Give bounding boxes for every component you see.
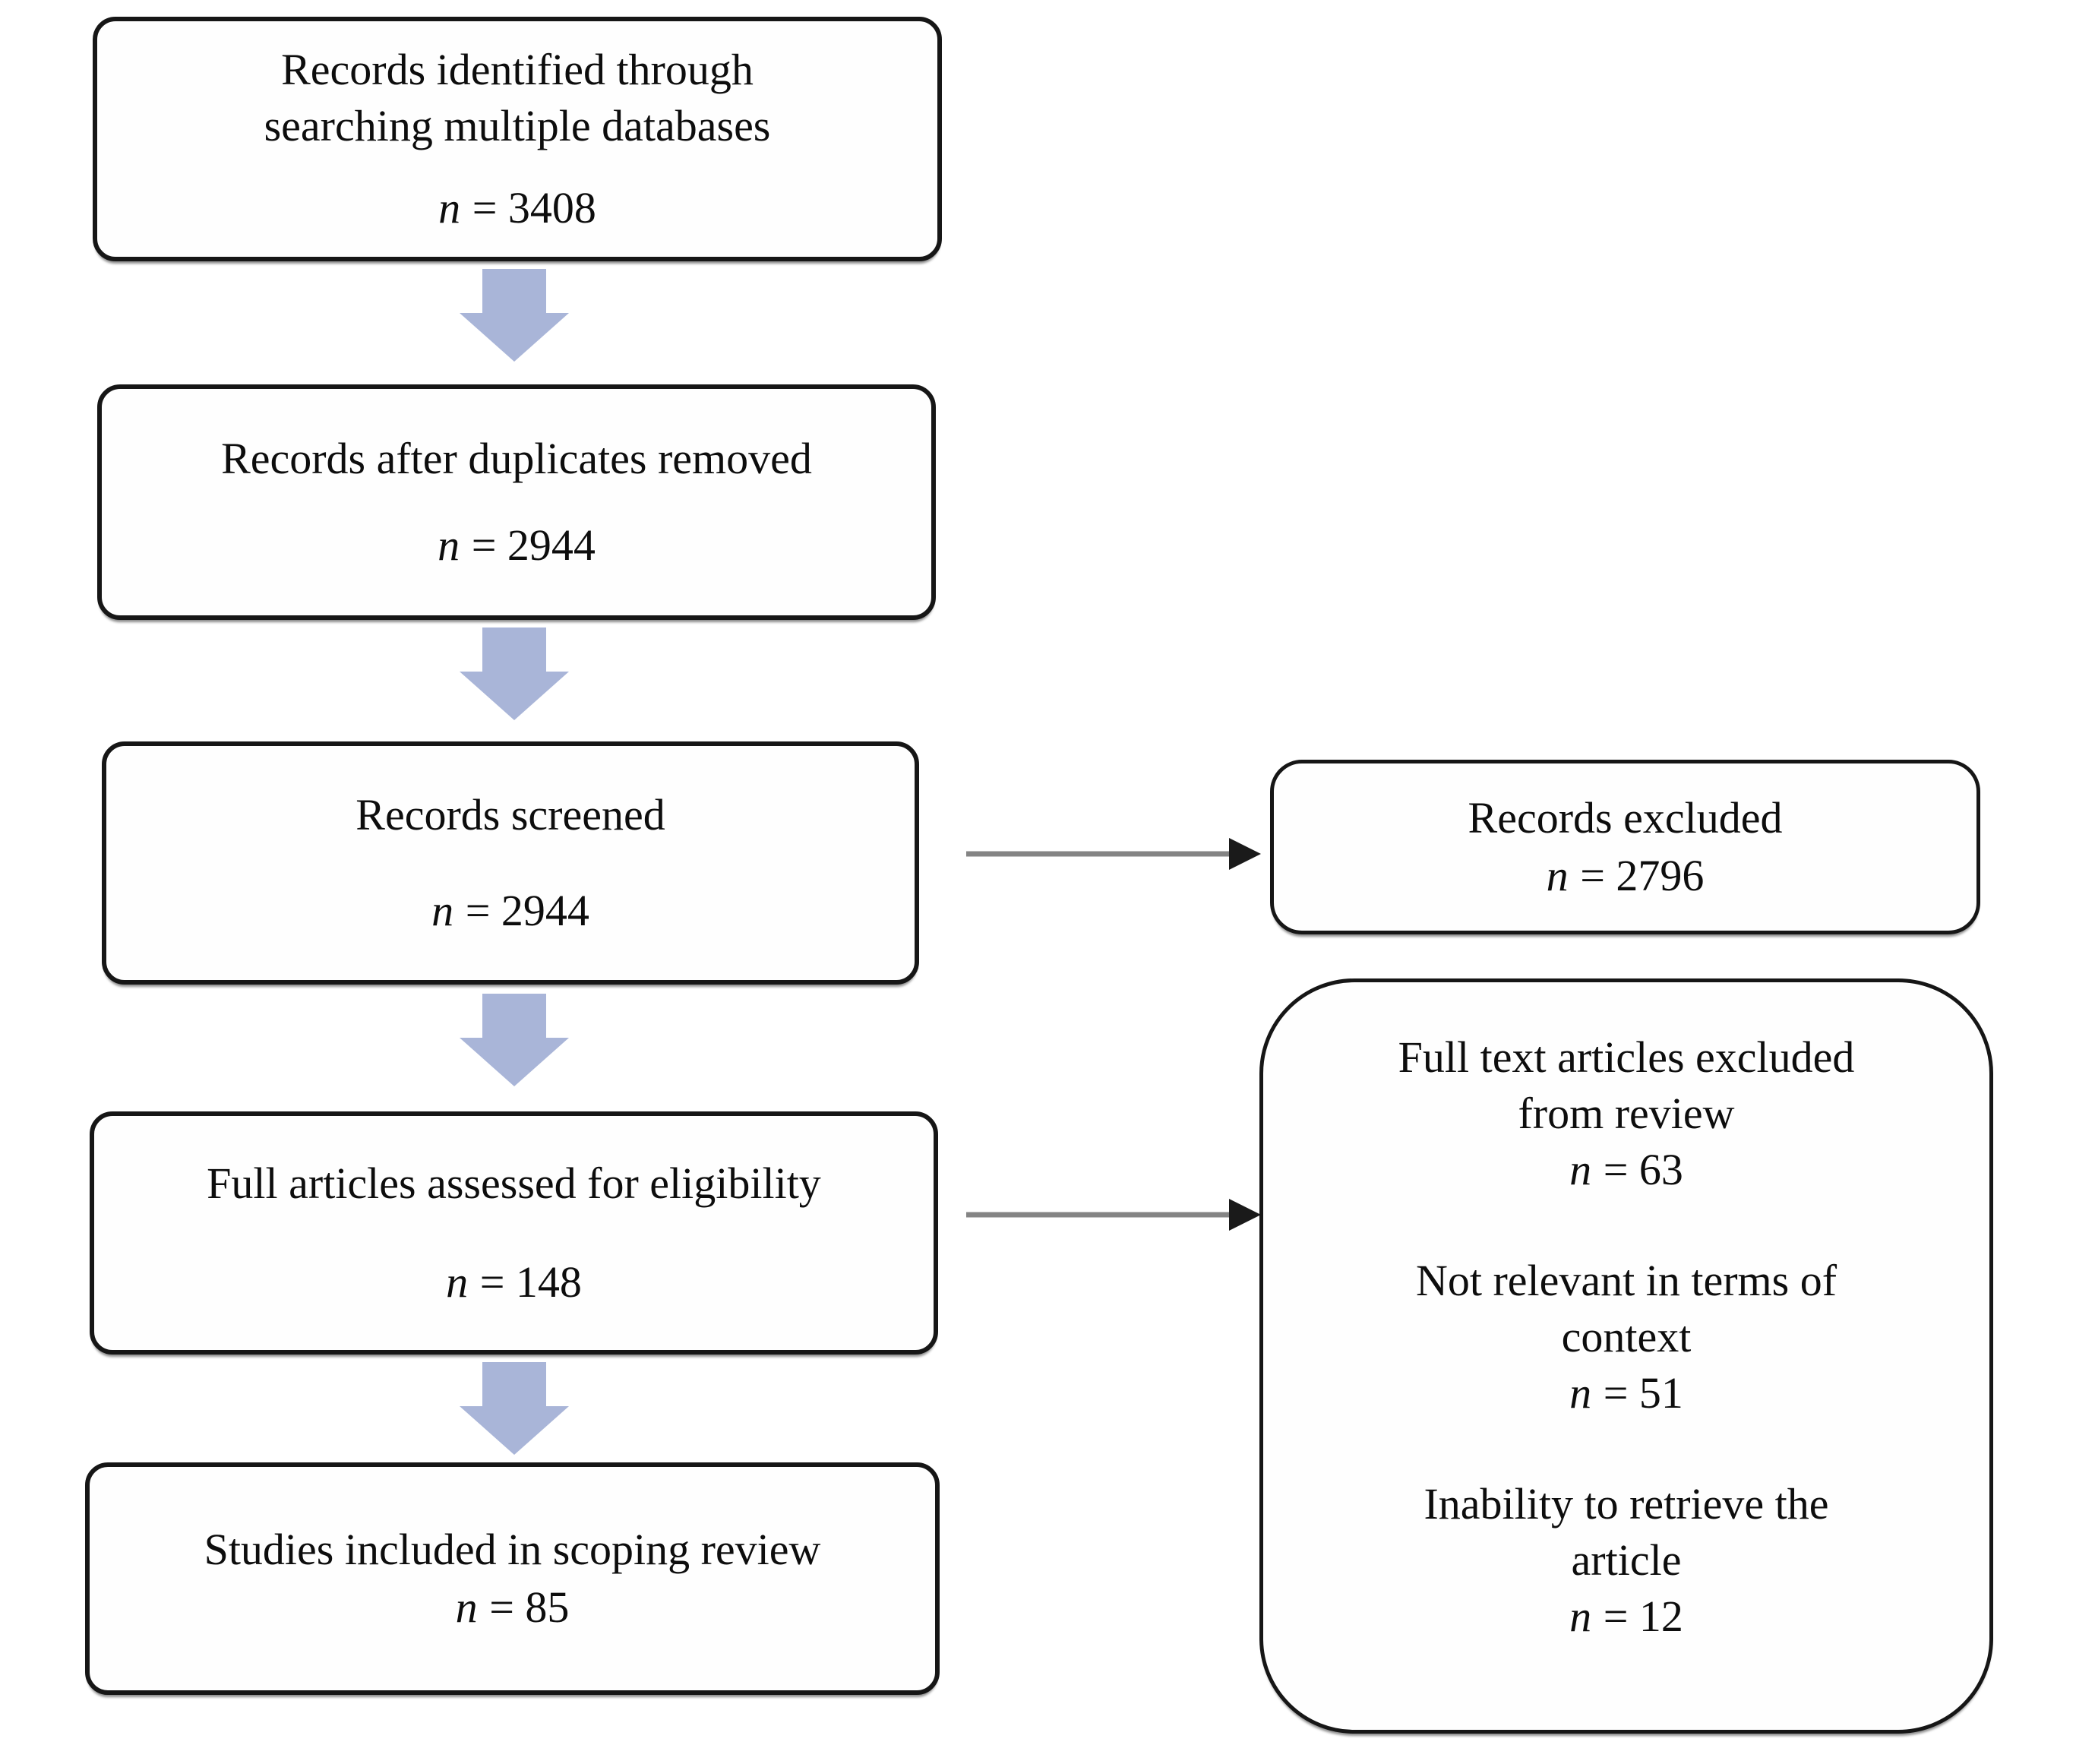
count-label: n= 63 (1286, 1142, 1967, 1198)
count-label: n= 51 (1286, 1365, 1967, 1421)
box-text-line: Records identified through (281, 45, 754, 94)
box-text-line: context (1561, 1312, 1692, 1361)
box-text-line: from review (1518, 1089, 1735, 1138)
down-arrow-icon (460, 1362, 569, 1455)
box-text-line: searching multiple databases (264, 101, 771, 150)
down-arrow-icon (460, 994, 569, 1086)
flow-box-full-articles-assessed: Full articles assessed for eligibility n… (90, 1111, 938, 1355)
box-text-line: Studies included in scoping review (204, 1525, 821, 1574)
count-label: n= 12 (1286, 1589, 1967, 1645)
count-n: n (438, 520, 460, 570)
flow-box-records-excluded: Records excluded n= 2796 (1270, 760, 1980, 934)
exclusion-reason-group: Inability to retrieve the article n= 12 (1286, 1476, 1967, 1645)
box-text-line: Records screened (355, 790, 665, 839)
count-value: = 2944 (471, 520, 596, 570)
count-n: n (1569, 1592, 1592, 1641)
right-arrow-icon (966, 838, 1261, 870)
down-arrow-icon (460, 269, 569, 362)
count-label: n= 85 (456, 1579, 570, 1636)
count-label: n= 3408 (438, 180, 596, 236)
count-value: = 148 (479, 1257, 582, 1307)
flow-box-duplicates-removed: Records after duplicates removed n= 2944 (97, 384, 936, 620)
count-n: n (1546, 851, 1569, 900)
flow-box-studies-included: Studies included in scoping review n= 85 (85, 1462, 940, 1695)
count-value: = 63 (1603, 1145, 1683, 1194)
down-arrow-icon (460, 628, 569, 720)
exclusion-reason-group: Not relevant in terms of context n= 51 (1286, 1253, 1967, 1421)
count-n: n (455, 1582, 478, 1632)
count-value: = 2944 (465, 886, 589, 935)
box-text-line: Records excluded (1468, 793, 1783, 842)
count-value: = 12 (1603, 1592, 1683, 1641)
count-n: n (431, 886, 454, 935)
count-n: n (446, 1257, 469, 1307)
count-label: n= 2944 (438, 517, 596, 574)
count-label: n= 2796 (1547, 848, 1705, 904)
box-text-line: Full articles assessed for eligibility (207, 1159, 821, 1208)
box-text-line: Inability to retrieve the (1423, 1479, 1829, 1528)
box-text-line: article (1571, 1535, 1682, 1585)
flow-box-fulltext-excluded: Full text articles excluded from review … (1259, 978, 1993, 1734)
count-n: n (1569, 1145, 1592, 1194)
count-value: = 85 (489, 1582, 570, 1632)
box-text-line: Not relevant in terms of (1415, 1256, 1837, 1305)
count-label: n= 2944 (431, 883, 589, 939)
count-value: = 3408 (472, 183, 596, 232)
box-text-line: Full text articles excluded (1398, 1032, 1855, 1082)
flow-box-records-identified: Records identified through searching mul… (93, 17, 942, 261)
count-n: n (438, 183, 461, 232)
count-label: n= 148 (446, 1254, 582, 1310)
right-arrow-icon (966, 1199, 1261, 1231)
count-value: = 51 (1603, 1368, 1683, 1418)
flow-box-records-screened: Records screened n= 2944 (102, 741, 919, 985)
exclusion-reason-group: Full text articles excluded from review … (1286, 1029, 1967, 1198)
count-n: n (1569, 1368, 1592, 1418)
count-value: = 2796 (1580, 851, 1705, 900)
box-text-line: Records after duplicates removed (221, 434, 812, 483)
